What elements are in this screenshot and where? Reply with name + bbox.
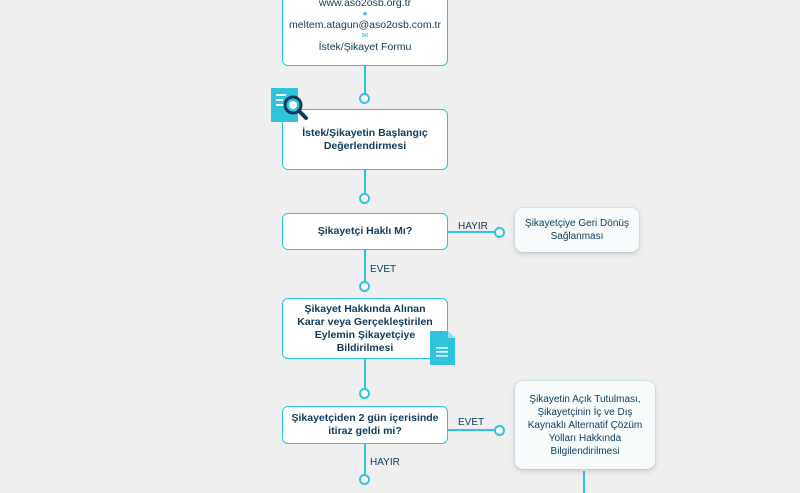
connector bbox=[448, 429, 498, 431]
connector bbox=[364, 66, 366, 96]
step-label: Şikayetçi Haklı Mı? bbox=[317, 225, 413, 237]
step-objection-check: Şikayetçiden 2 gün içerisinde itiraz gel… bbox=[282, 406, 448, 444]
step-label: Şikayet Hakkında Alınan Karar veya Gerçe… bbox=[297, 302, 433, 354]
website-text: www.aso2osb.org.tr bbox=[318, 0, 412, 9]
edge-label-no: HAYIR bbox=[458, 221, 488, 232]
document-search-icon bbox=[271, 88, 308, 122]
step-initial-evaluation: İstek/Şikayetin Başlangıç Değerlendirmes… bbox=[282, 109, 448, 170]
step-label: Şikayetçiden 2 gün içerisinde itiraz gel… bbox=[291, 412, 439, 437]
email-text: meltem.atagun@aso2osb.com.tr bbox=[289, 18, 441, 31]
edge-label-yes: EVET bbox=[458, 417, 485, 428]
step-notify-decision: Şikayet Hakkında Alınan Karar veya Gerçe… bbox=[282, 298, 448, 359]
connector-node bbox=[494, 227, 505, 238]
connector-node bbox=[359, 388, 370, 399]
edge-label-yes: EVET bbox=[370, 264, 397, 275]
step-is-justified: Şikayetçi Haklı Mı? bbox=[282, 213, 448, 250]
side-box-label: Şikayetin Açık Tutulması, Şikayetçinin İ… bbox=[527, 393, 643, 457]
connector-node bbox=[359, 93, 370, 104]
connector bbox=[448, 231, 498, 233]
connector bbox=[364, 250, 366, 284]
side-box-open-complaint: Şikayetin Açık Tutulması, Şikayetçinin İ… bbox=[515, 381, 655, 469]
form-text: İstek/Şikayet Formu bbox=[318, 40, 412, 53]
envelope-icon: ✉ bbox=[361, 30, 369, 40]
document-icon bbox=[430, 331, 455, 365]
connector bbox=[364, 170, 366, 195]
connector bbox=[364, 444, 366, 476]
globe-icon: ● bbox=[362, 8, 368, 18]
connector-node bbox=[359, 193, 370, 204]
step-label: İstek/Şikayetin Başlangıç Değerlendirmes… bbox=[302, 126, 428, 152]
contact-channels-box: www.aso2osb.org.tr ● meltem.atagun@aso2o… bbox=[282, 0, 448, 66]
side-box-label: Şikayetçiye Geri Dönüş Sağlanması bbox=[525, 218, 629, 242]
edge-label-no: HAYIR bbox=[370, 457, 400, 468]
connector-node bbox=[359, 474, 370, 485]
connector bbox=[364, 359, 366, 389]
connector bbox=[583, 471, 585, 493]
connector-node bbox=[359, 281, 370, 292]
connector-node bbox=[494, 425, 505, 436]
side-box-feedback: Şikayetçiye Geri Dönüş Sağlanması bbox=[515, 208, 639, 252]
